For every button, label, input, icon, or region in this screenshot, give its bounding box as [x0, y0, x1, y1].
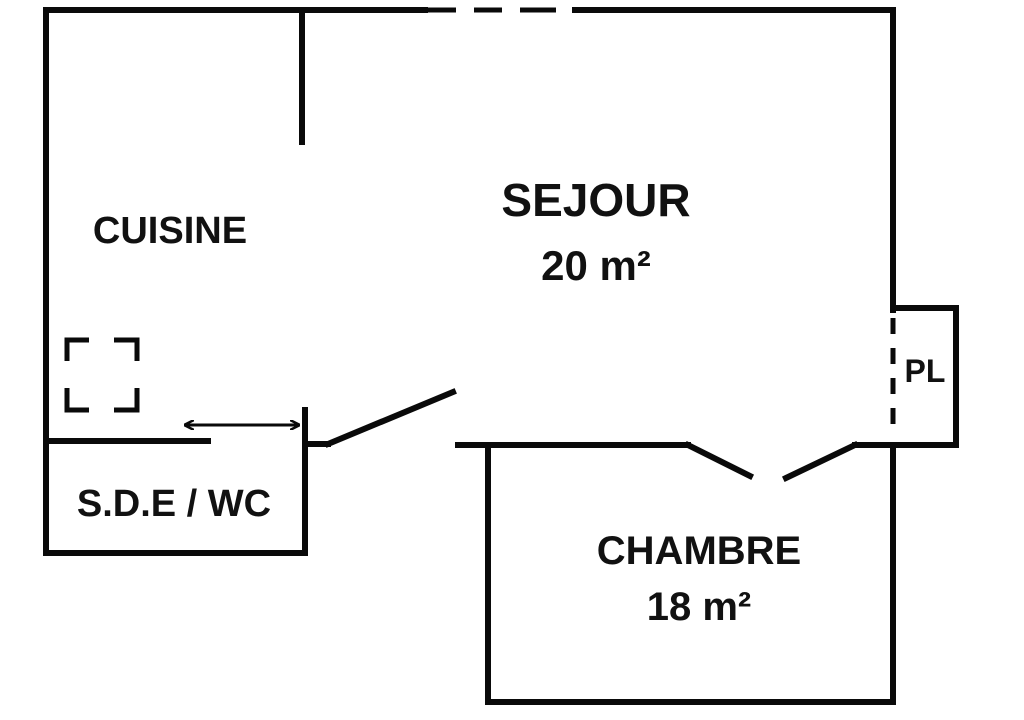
- chambre-door-leaf-right: [781, 440, 860, 483]
- room-label-placard: PL: [905, 353, 946, 389]
- chambre-door-leaf-left: [683, 440, 755, 481]
- room-area-chambre: 18 m²: [647, 585, 752, 629]
- room-label-chambre: CHAMBRE: [597, 529, 801, 573]
- room-area-sejour: 20 m²: [541, 242, 651, 289]
- appliance-square: [64, 337, 140, 413]
- sde-wc-walls: [43, 407, 331, 556]
- outer-walls: [43, 7, 896, 705]
- room-label-sejour: SEJOUR: [501, 174, 690, 226]
- room-label-cuisine: CUISINE: [93, 210, 247, 252]
- chambre-walls: [455, 442, 896, 705]
- placard-walls: [890, 305, 959, 448]
- sde-door-leaf: [324, 388, 457, 448]
- room-label-sde-wc: S.D.E / WC: [77, 483, 271, 525]
